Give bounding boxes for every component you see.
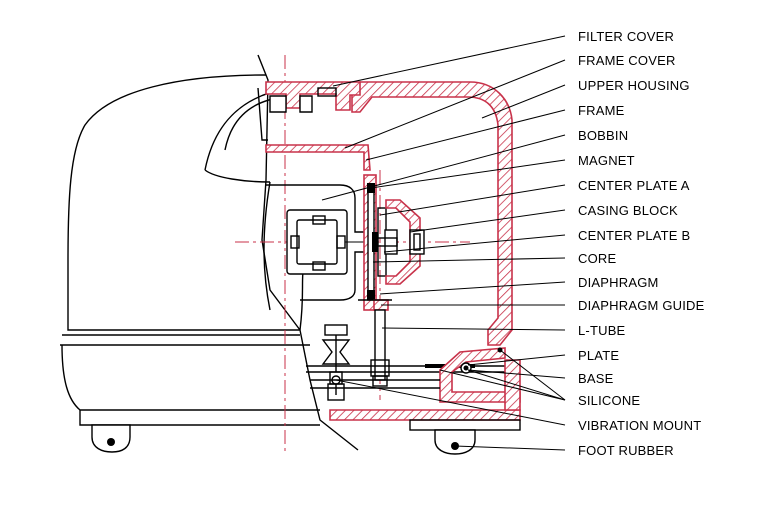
leader-silicone-2 xyxy=(467,369,566,401)
leader-center-plate-a xyxy=(379,184,566,216)
label-frame-cover: FRAME COVER xyxy=(578,53,676,68)
base-section xyxy=(310,347,521,421)
label-frame: FRAME xyxy=(578,103,625,118)
leader-silicone-3 xyxy=(439,369,566,401)
diaphragm-assembly xyxy=(358,174,425,311)
foot-rubber xyxy=(409,419,521,455)
vibration-mount xyxy=(321,324,351,401)
label-silicone: SILICONE xyxy=(578,393,640,408)
exterior-housing xyxy=(60,74,320,453)
label-foot-rubber: FOOT RUBBER xyxy=(578,443,674,458)
centerlines xyxy=(235,55,470,455)
label-upper-housing: UPPER HOUSING xyxy=(578,78,690,93)
leader-l-tube xyxy=(381,327,566,331)
leader-upper-housing xyxy=(481,84,566,119)
leader-silicone-1 xyxy=(499,349,566,401)
label-plate: PLATE xyxy=(578,348,619,363)
leader-frame xyxy=(365,109,566,161)
frame xyxy=(266,184,370,301)
leader-filter-cover xyxy=(332,35,566,87)
label-l-tube: L-TUBE xyxy=(578,323,626,338)
label-diaphragm: DIAPHRAGM xyxy=(578,275,659,290)
leader-base xyxy=(467,369,566,379)
label-core: CORE xyxy=(578,251,616,266)
leader-foot-rubber xyxy=(454,445,566,451)
leader-core xyxy=(372,257,566,263)
label-base: BASE xyxy=(578,371,614,386)
leader-frame-cover xyxy=(344,59,566,149)
label-filter-cover: FILTER COVER xyxy=(578,29,674,44)
leader-center-plate-b xyxy=(383,234,566,253)
label-magnet: MAGNET xyxy=(578,153,635,168)
part-labels: FILTER COVER FRAME COVER UPPER HOUSING F… xyxy=(578,29,705,458)
leader-bobbin xyxy=(321,134,566,201)
leader-lines xyxy=(321,35,566,451)
upper-housing-section xyxy=(265,81,513,346)
label-vibration-mount: VIBRATION MOUNT xyxy=(578,418,701,433)
leader-magnet xyxy=(370,159,566,189)
section-break-line xyxy=(257,54,359,451)
leader-plate xyxy=(467,354,566,366)
label-diaphragm-guide: DIAPHRAGM GUIDE xyxy=(578,298,705,313)
label-center-plate-b: CENTER PLATE B xyxy=(578,228,690,243)
leader-casing-block xyxy=(409,209,566,233)
leader-vibration-mount xyxy=(335,379,566,426)
label-casing-block: CASING BLOCK xyxy=(578,203,678,218)
l-tube xyxy=(370,309,390,387)
leader-diaphragm xyxy=(379,281,566,295)
label-bobbin: BOBBIN xyxy=(578,128,628,143)
label-center-plate-a: CENTER PLATE A xyxy=(578,178,690,193)
